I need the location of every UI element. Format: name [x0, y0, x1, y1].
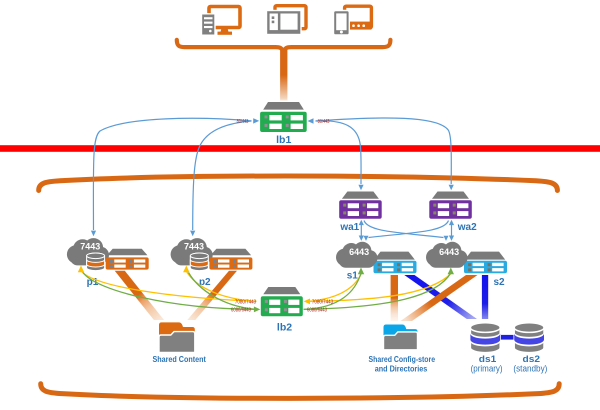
- svg-text:6443: 6443: [349, 247, 369, 257]
- svg-text:80/443: 80/443: [237, 119, 249, 125]
- svg-text:p1: p1: [87, 277, 99, 288]
- svg-text:Shared Content: Shared Content: [152, 354, 206, 364]
- svg-text:p2: p2: [199, 277, 211, 288]
- svg-text:lb2: lb2: [277, 322, 292, 334]
- svg-text:6080/6443: 6080/6443: [307, 308, 327, 314]
- svg-text:7443: 7443: [80, 242, 100, 252]
- svg-text:lb1: lb1: [276, 134, 291, 146]
- svg-text:7443: 7443: [184, 242, 204, 252]
- svg-text:6080/6443: 6080/6443: [231, 308, 251, 314]
- svg-text:Shared Config-store: Shared Config-store: [369, 354, 436, 364]
- svg-text:and Directories: and Directories: [375, 363, 428, 373]
- svg-text:6443: 6443: [439, 247, 459, 257]
- svg-text:7080/7443: 7080/7443: [312, 300, 333, 306]
- svg-text:ds2: ds2: [523, 354, 541, 364]
- svg-text:(standby): (standby): [513, 363, 547, 373]
- svg-text:wa1: wa1: [339, 222, 359, 233]
- svg-text:s1: s1: [347, 270, 359, 281]
- svg-text:(primary): (primary): [471, 363, 503, 373]
- svg-text:wa2: wa2: [457, 222, 477, 233]
- svg-text:ds1: ds1: [479, 354, 497, 364]
- svg-text:7080/7443: 7080/7443: [235, 300, 256, 306]
- svg-text:80/443: 80/443: [318, 119, 330, 125]
- svg-text:s2: s2: [493, 277, 505, 288]
